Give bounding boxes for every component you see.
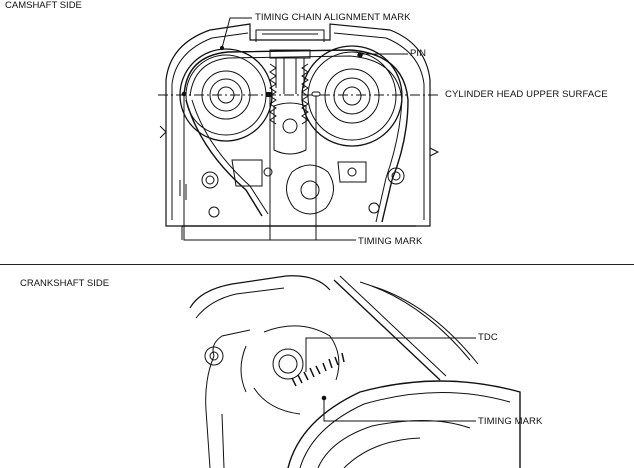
crankshaft-drawing <box>189 275 521 468</box>
cylinder-head-upper-surface-label: CYLINDER HEAD UPPER SURFACE <box>445 89 608 100</box>
timing-chain <box>183 49 409 223</box>
cylinder-head-drawing <box>159 23 440 240</box>
timing-mark-cam-label: TIMING MARK <box>358 236 423 247</box>
crank-timing-mark-dot <box>321 395 327 401</box>
sprocket-teeth <box>269 63 309 125</box>
section-divider <box>0 264 634 265</box>
tdc-leader <box>305 337 476 372</box>
right-camshaft-sprocket <box>301 45 403 147</box>
pin-label: PIN <box>410 48 427 59</box>
camshaft-side-title: CAMSHAFT SIDE <box>5 0 82 11</box>
crank-timing-scale <box>291 352 345 387</box>
cam-timing-marks <box>181 91 321 97</box>
timing-mark-crank-leader <box>323 398 476 422</box>
timing-chain-alignment-mark-label: TIMING CHAIN ALIGNMENT MARK <box>255 12 411 23</box>
timing-mark-crank-label: TIMING MARK <box>478 416 543 427</box>
timing-mark-cam-leader <box>183 94 356 241</box>
crankshaft-side-title: CRANKSHAFT SIDE <box>20 278 110 289</box>
tdc-label: TDC <box>478 332 498 343</box>
timing-chain-alignment-mark-dot <box>219 45 225 51</box>
timing-chain-alignment-mark-leader <box>221 17 252 49</box>
